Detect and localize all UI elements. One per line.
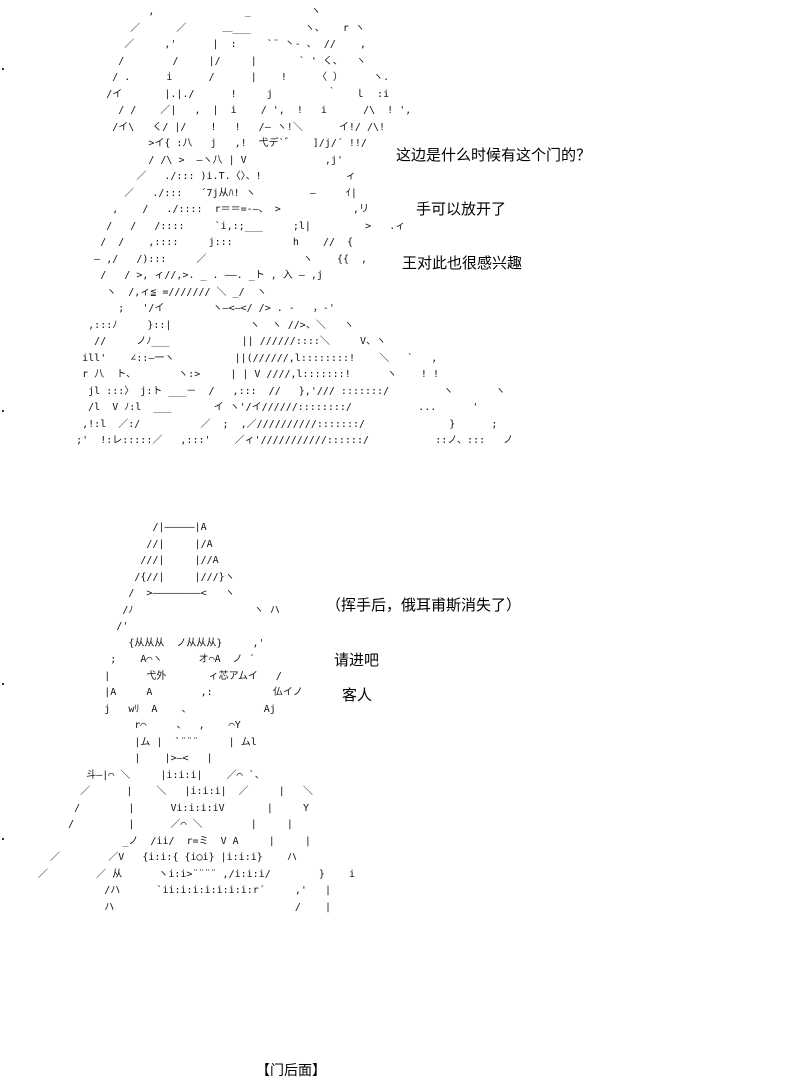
ascii-art-girl-with-cat: , _ ヽ ／ ／ ＿___ ヽ、 r ヽ ／ ,' | : `¨ 丶- ､ /… [76, 6, 514, 446]
dialogue-line-3: 王对此也很感兴趣 [402, 254, 523, 272]
margin-dot [2, 68, 4, 70]
margin-dot [2, 410, 4, 412]
dialogue-line-1: 这边是什么时候有这个门的？ [396, 146, 592, 164]
ascii-art-man-in-top-hat: /|—————|A //| |/A ///| |//A /{//| |///}ヽ… [38, 522, 356, 913]
margin-dot [2, 838, 4, 840]
margin-dot [2, 683, 4, 685]
dialogue-line-2: 手可以放开了 [416, 200, 507, 218]
dialogue-line-4: （挥手后，俄耳甫斯消失了） [326, 596, 522, 614]
dialogue-line-6: 客人 [342, 686, 373, 704]
scene-caption: 【门后面】 [256, 1063, 326, 1079]
dialogue-line-5: 请进吧 [334, 651, 380, 669]
